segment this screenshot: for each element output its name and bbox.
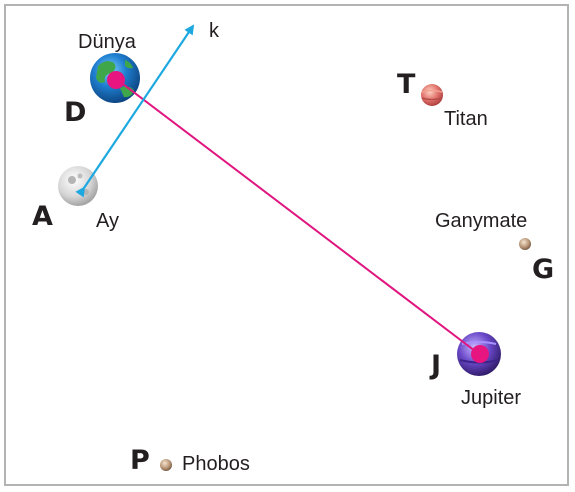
ganymede-moon xyxy=(519,238,531,250)
phobos-name-label: Phobos xyxy=(182,453,250,475)
phobos-letter-label: P xyxy=(130,445,150,476)
jupiter-letter-label: J xyxy=(429,350,441,381)
moon-letter-label: A xyxy=(32,201,53,232)
earth-jupiter-line xyxy=(114,77,480,355)
titan-name-label: Titan xyxy=(444,108,488,130)
earth-name-label: Dünya xyxy=(78,31,137,53)
titan-letter-label: T xyxy=(397,69,416,100)
earth-letter-label: D xyxy=(64,97,86,128)
earth-center-dot xyxy=(107,71,125,89)
jupiter-name-label: Jupiter xyxy=(461,387,521,409)
moon-body xyxy=(58,166,98,206)
ganymede-letter-label: G xyxy=(532,254,554,285)
phobos-moon xyxy=(160,459,172,471)
jupiter-center-dot xyxy=(471,345,489,363)
moon-name-label: Ay xyxy=(96,210,119,232)
vector-k-label: k xyxy=(209,20,220,42)
titan-moon xyxy=(421,84,443,106)
vector-k-arrow xyxy=(75,24,195,198)
ganymede-name-label: Ganymate xyxy=(435,210,527,232)
